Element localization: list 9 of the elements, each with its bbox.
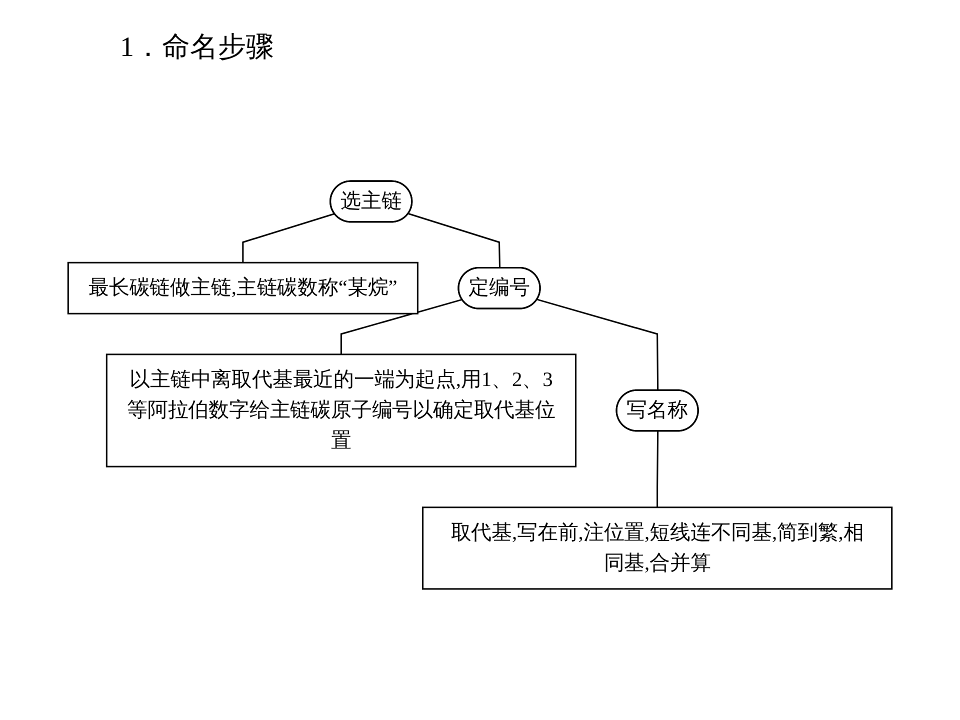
node-box: 取代基,写在前,注位置,短线连不同基,简到繁,相同基,合并算 xyxy=(422,506,893,590)
title: 1．命名步骤 xyxy=(120,31,274,65)
connector xyxy=(537,298,659,391)
node-box: 以主链中离取代基最近的一端为起点,用1、2、3等阿拉伯数字给主链碳原子编号以确定取代基位置 xyxy=(106,354,576,468)
connector xyxy=(242,213,335,263)
connector xyxy=(340,298,462,354)
connector xyxy=(656,431,659,508)
connector xyxy=(408,213,501,268)
node-box: 最长碳链做主链,主链碳数称“某烷” xyxy=(67,262,418,314)
